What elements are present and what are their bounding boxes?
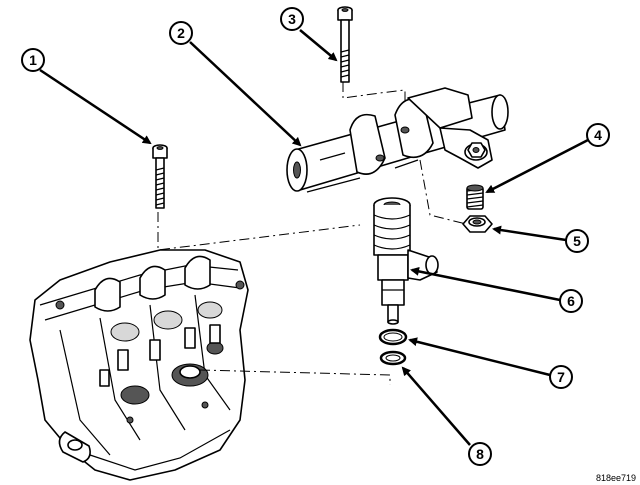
adjusting-screw	[466, 184, 484, 210]
heat-shield-washer	[379, 350, 407, 366]
o-ring	[378, 328, 408, 346]
unit-injector	[373, 197, 439, 325]
cylinder-head	[29, 249, 249, 481]
alignment-lines	[157, 82, 471, 385]
callout-7-label: 7	[557, 369, 565, 385]
bolt-1	[152, 144, 168, 209]
callout-4-label: 4	[594, 127, 602, 143]
leader-arrows	[39, 29, 589, 446]
callout-4: 4	[586, 123, 610, 147]
lock-nut	[462, 215, 493, 233]
callout-6: 6	[559, 289, 583, 313]
rocker-arm-shaft	[286, 87, 509, 193]
callout-3: 3	[280, 7, 304, 31]
callout-2-label: 2	[177, 25, 185, 41]
callout-5-label: 5	[573, 233, 581, 249]
callout-3-label: 3	[288, 11, 296, 27]
callout-1-label: 1	[29, 52, 37, 68]
figure-code: 818ee719	[596, 473, 636, 483]
callout-8-label: 8	[476, 446, 484, 462]
bolt-3	[337, 6, 353, 83]
callout-2: 2	[169, 21, 193, 45]
callout-8: 8	[468, 442, 492, 466]
callout-1: 1	[21, 48, 45, 72]
callout-5: 5	[565, 229, 589, 253]
callout-6-label: 6	[567, 293, 575, 309]
callout-7: 7	[549, 365, 573, 389]
